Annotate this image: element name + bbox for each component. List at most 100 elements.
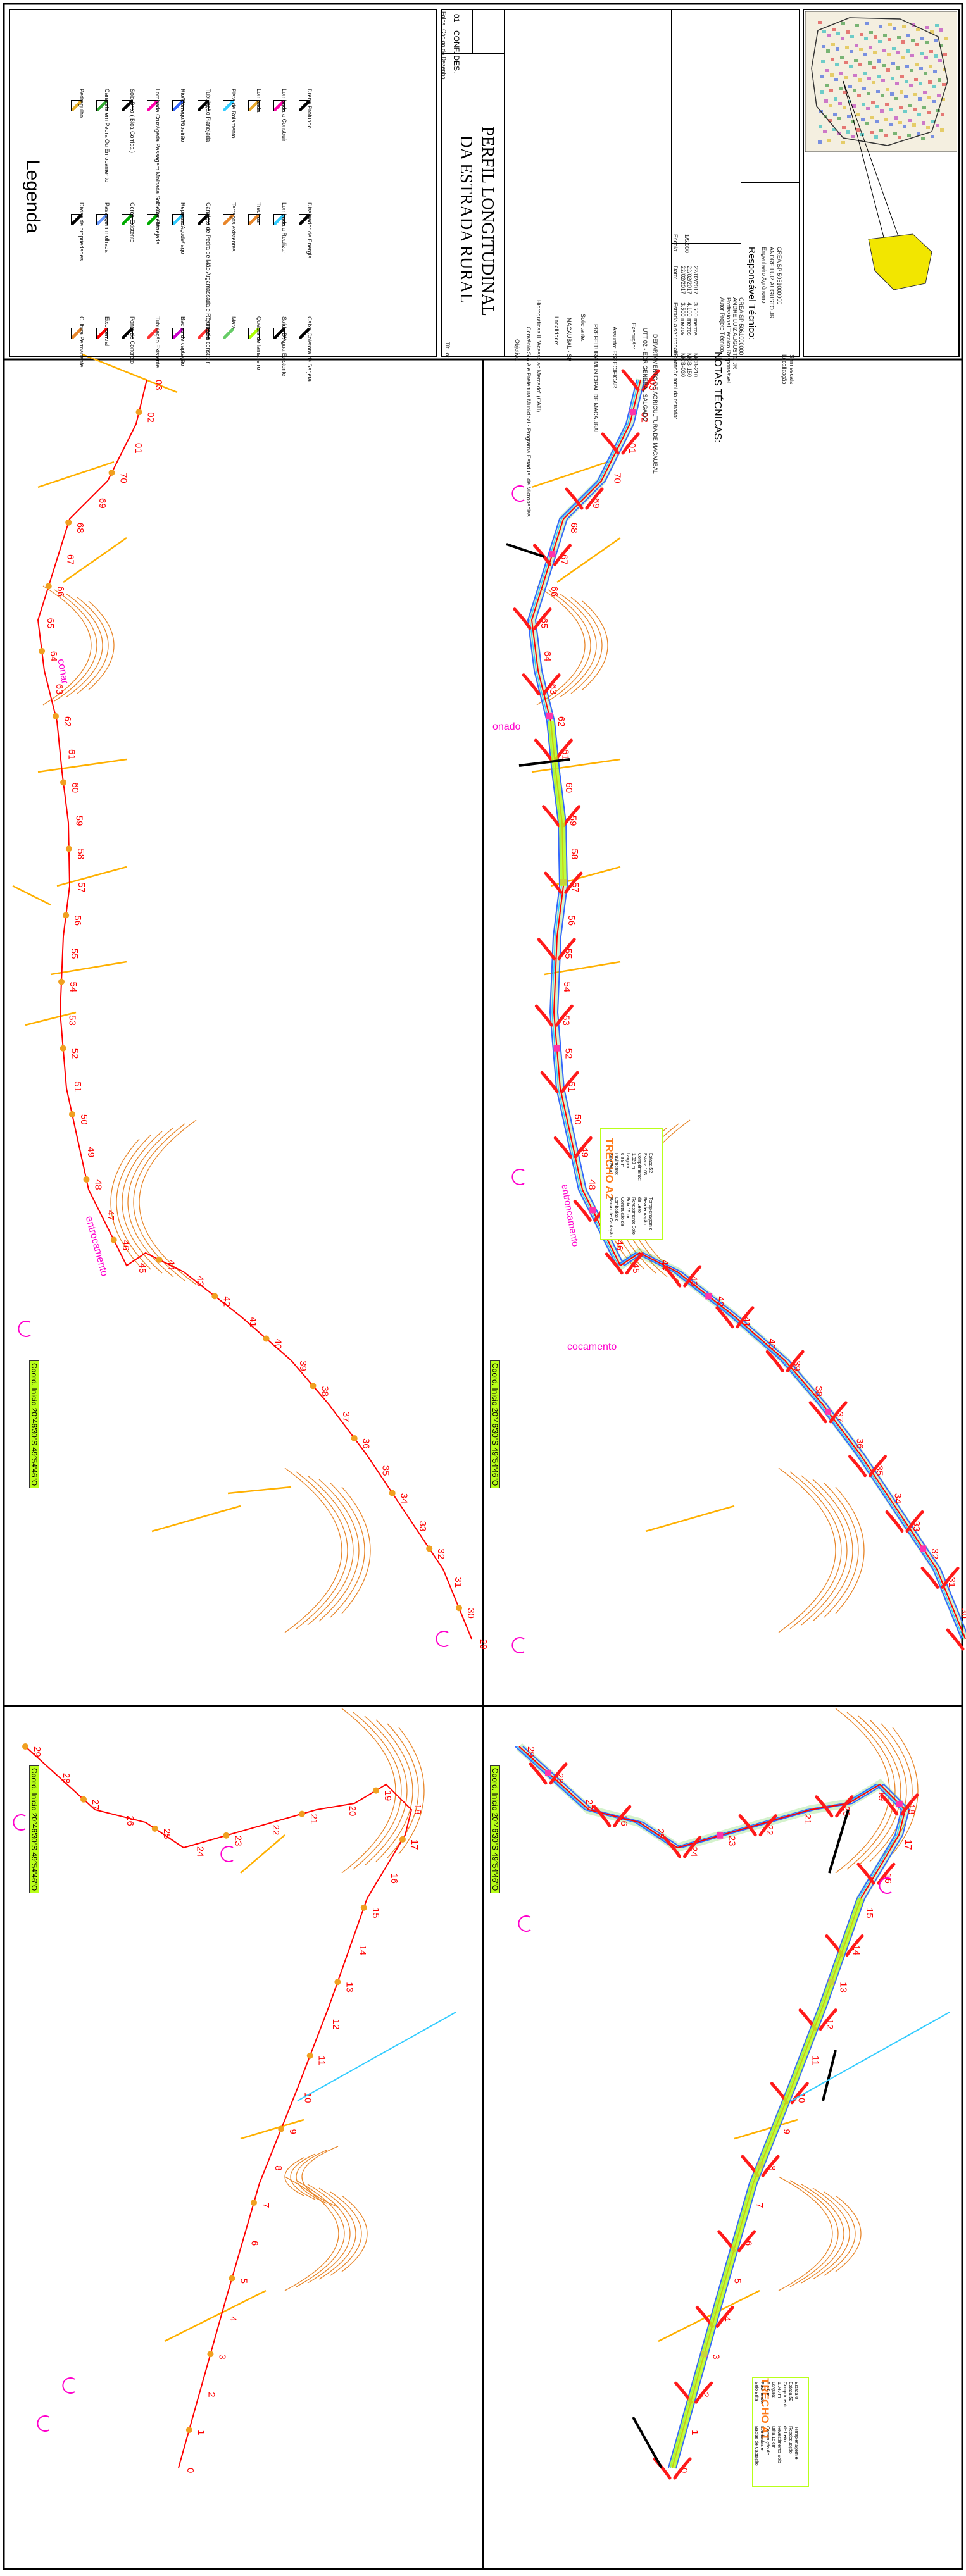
map-municipality — [942, 83, 946, 86]
trecho-detail-line: Revestimento Solo — [777, 2426, 781, 2463]
map-municipality — [833, 113, 837, 116]
map-municipality — [902, 25, 906, 28]
legend-item-label: Terraços existentes — [230, 202, 237, 252]
left-top-station-label: 30 — [465, 1608, 476, 1619]
map-municipality — [855, 44, 858, 47]
map-municipality — [864, 37, 868, 40]
right-top-station-label: 70 — [612, 473, 622, 483]
left-top-station-label: 65 — [45, 618, 56, 629]
caixa-coletora-icon — [299, 328, 310, 339]
divisa-propriedades-icon — [71, 214, 82, 225]
terrace-to-build — [790, 2082, 809, 2105]
map-municipality — [940, 128, 944, 132]
terrace-line — [151, 1505, 241, 1533]
left-top-lombada-marker — [65, 845, 72, 852]
map-municipality — [853, 89, 856, 92]
left-top-lombada-marker — [108, 470, 115, 476]
map-municipality — [938, 59, 942, 62]
terrace-line — [63, 537, 127, 583]
legend-item-label: Tubulação Planejada — [205, 89, 211, 142]
contour-line — [284, 1467, 342, 1633]
legend-item-label: Bacias de captação — [180, 316, 186, 366]
map-municipality — [827, 34, 831, 37]
terrace-to-build — [848, 1455, 867, 1478]
contour-line — [801, 1475, 848, 1626]
map-municipality — [875, 105, 879, 108]
map-municipality — [818, 140, 822, 144]
terrace-to-build — [605, 1252, 624, 1275]
lombada-construir-marker — [920, 1545, 927, 1552]
terrace-line — [25, 1011, 77, 1026]
map-municipality — [867, 92, 870, 95]
left-bottom-lombada-marker — [223, 1832, 230, 1839]
map-municipality — [900, 75, 904, 78]
left-top-lombada-marker — [426, 1545, 433, 1552]
terrace-to-build — [815, 1795, 834, 1818]
terrace-line — [658, 2289, 760, 2343]
map-municipality — [855, 24, 859, 27]
legend-item-label: Dissipador de Energia — [306, 202, 313, 259]
right-top-station-label: 36 — [855, 1438, 865, 1449]
map-municipality — [929, 65, 932, 68]
map-municipality — [886, 68, 890, 72]
left-top-station-label: 68 — [75, 523, 85, 533]
trecho-detail-line: Lombadas e — [614, 1197, 618, 1222]
dissipador-icon — [299, 214, 310, 225]
map-municipality — [819, 125, 822, 128]
right-top-station-label: 44 — [660, 1260, 670, 1271]
left-bottom-station-label: 21 — [308, 1814, 319, 1825]
location-map-state-outline — [811, 17, 948, 146]
trecho-detail-line: Estaca 52 — [788, 2382, 793, 2402]
terrace-line — [531, 758, 621, 773]
left-top-lombada-marker — [135, 409, 142, 416]
culvert-bar — [632, 2417, 663, 2468]
left-top-station-label: 56 — [72, 915, 83, 926]
left-top-station-label: 41 — [248, 1317, 258, 1328]
terrace-lines — [12, 353, 798, 2343]
map-municipality — [939, 44, 943, 47]
left-top-station-label: 54 — [68, 982, 78, 993]
map-municipality — [854, 59, 858, 62]
trecho-a1-box — [752, 2377, 809, 2487]
codigo-value: CONF. DES. — [452, 30, 461, 73]
bacias-captacao-icon — [172, 328, 184, 339]
left-bottom-station-label: 19 — [382, 1791, 393, 1801]
map-municipality — [869, 31, 873, 34]
lombada-construir-marker — [705, 1293, 712, 1300]
right-bottom-station-label: 8 — [767, 2165, 777, 2170]
bacia-captacao-marker — [511, 1637, 525, 1653]
map-municipality — [903, 110, 907, 113]
trecho-detail-line: 6 a 8 m — [620, 1153, 624, 1168]
terrace-to-build — [663, 1836, 682, 1858]
terrace-to-build — [673, 2457, 692, 2480]
map-municipality — [927, 111, 931, 114]
mata-icon — [223, 328, 234, 339]
trecho-detail-line: Construção de — [765, 2426, 770, 2455]
terrace-to-build — [683, 1265, 702, 1288]
terrace-to-build — [761, 2155, 780, 2177]
map-municipality — [834, 78, 838, 81]
solicitante-value: PREFEITURA MUNICIPAL DE MACAUBAL — [593, 324, 599, 435]
map-municipality — [906, 49, 910, 53]
trecho-detail-line: Estaca 0 — [794, 2382, 798, 2399]
left-bottom-lombada-marker — [399, 1836, 406, 1843]
map-municipality — [905, 65, 909, 68]
left-bottom-station-label: 16 — [389, 1873, 399, 1884]
terrace-line — [56, 866, 127, 887]
map-municipality — [873, 51, 877, 54]
terrace-line — [37, 461, 115, 488]
legend-item-label: Rio/Córrego/Ribeirão — [180, 89, 186, 142]
map-municipality — [941, 98, 945, 101]
titulo-label: Título: — [444, 342, 451, 358]
map-municipality — [850, 50, 853, 53]
map-municipality — [912, 123, 916, 127]
map-municipality — [841, 22, 845, 25]
contour-line — [835, 1486, 865, 1614]
map-municipality — [894, 116, 898, 120]
map-municipality — [837, 117, 841, 120]
map-municipality — [915, 63, 919, 66]
map-municipality — [888, 23, 892, 26]
map-municipality — [860, 33, 863, 36]
map-municipality — [910, 54, 914, 57]
trecho-detail-line: Pavimento: — [760, 2382, 764, 2405]
